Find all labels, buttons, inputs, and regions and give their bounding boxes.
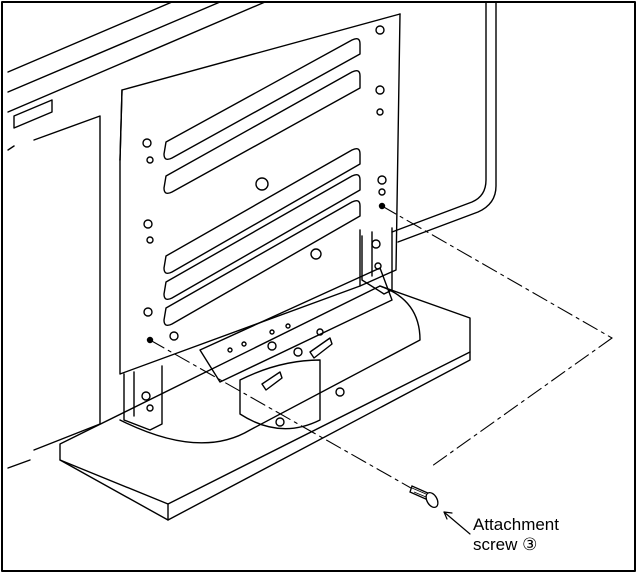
mounting-bracket: [119, 13, 401, 375]
mounting-holes: [142, 25, 387, 344]
bracket-slots: [163, 37, 361, 327]
stand-left-leg: [123, 365, 163, 431]
stand-panel: [199, 267, 393, 391]
attachment-screw-callout: Attachment screw ③: [473, 515, 559, 555]
callout-line-2: screw ③: [473, 535, 538, 554]
callout-line-1: Attachment: [473, 515, 559, 534]
attachment-screw-icon: [409, 485, 439, 509]
stand-base: [59, 285, 471, 521]
stand-right-leg: [361, 227, 393, 295]
callout-arrow: [443, 511, 471, 535]
leader-lines: [149, 205, 613, 493]
